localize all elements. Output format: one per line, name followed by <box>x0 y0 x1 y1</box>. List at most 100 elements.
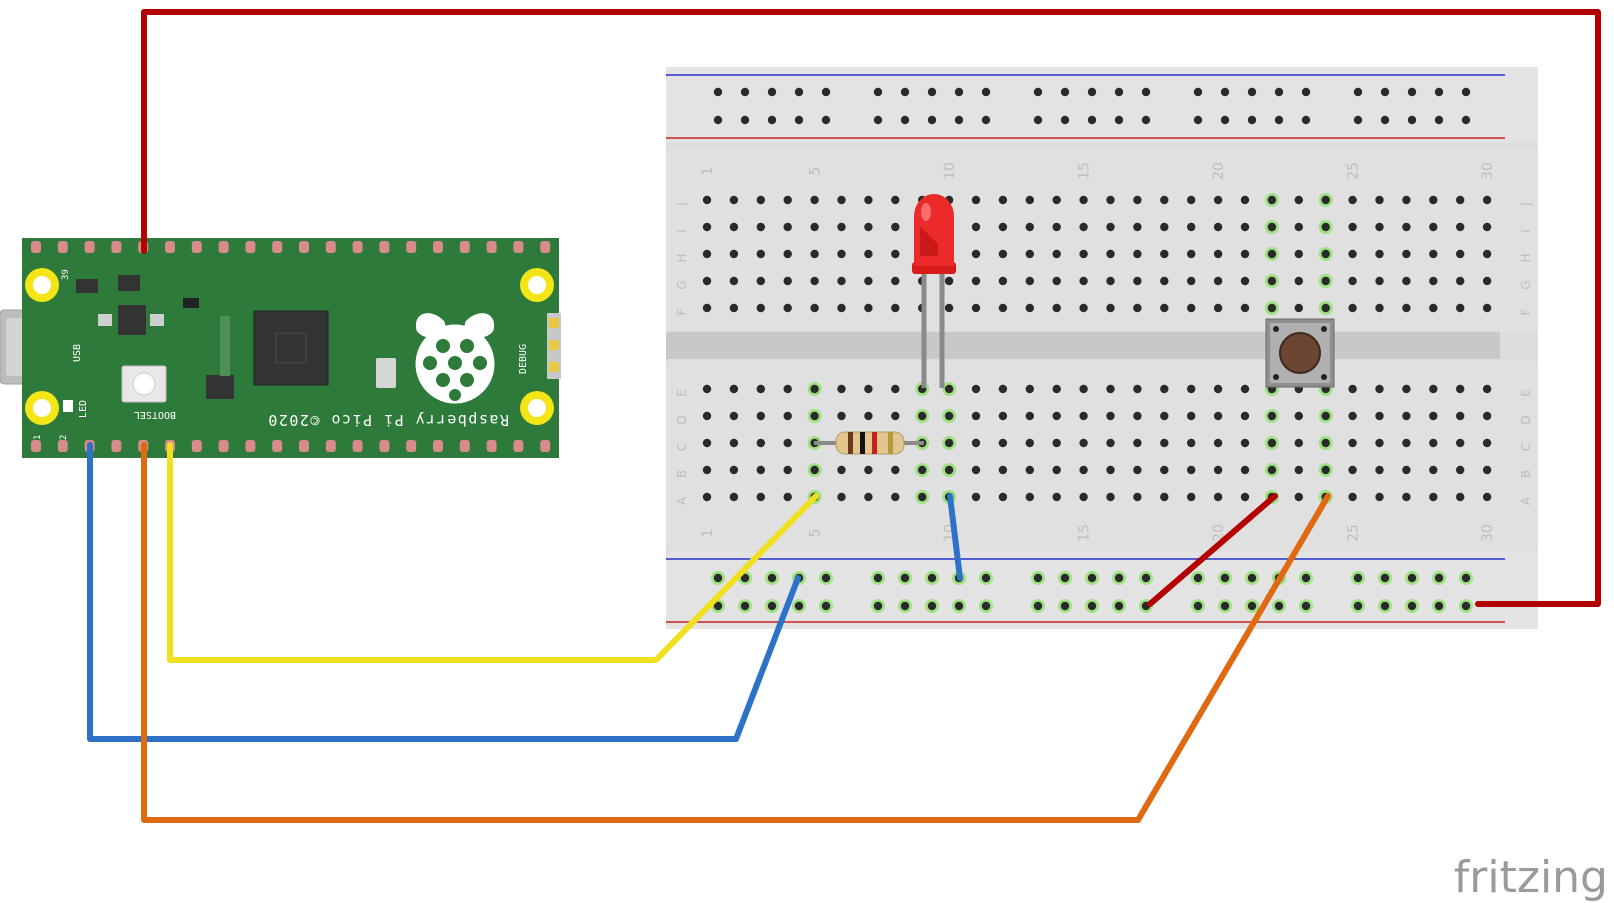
row-label: G <box>1519 280 1533 289</box>
breadboard-hole <box>1240 492 1250 502</box>
row-label: I <box>675 229 689 233</box>
breadboard-hole <box>1106 195 1115 205</box>
breadboard-hole <box>729 492 739 502</box>
power-rail-hole <box>794 115 804 125</box>
column-label-top: 5 <box>808 167 824 176</box>
breadboard-hole <box>1240 276 1250 286</box>
breadboard-hole <box>864 195 873 205</box>
power-rail-hole <box>1193 115 1203 125</box>
power-rail-hole <box>1220 115 1230 125</box>
row-label: B <box>675 470 689 478</box>
breadboard-hole <box>1456 438 1465 448</box>
breadboard-hole <box>1294 276 1304 286</box>
onboard-led <box>63 400 73 412</box>
breadboard-hole <box>1025 411 1035 421</box>
pico-pin <box>459 440 470 452</box>
breadboard-hole <box>837 384 846 394</box>
breadboard-hole <box>702 276 712 286</box>
breadboard-hole <box>1402 438 1411 448</box>
column-label-bottom: 1 <box>700 529 716 538</box>
breadboard-hole <box>1187 222 1196 232</box>
breadboard-hole <box>1429 411 1438 421</box>
power-rail-hole <box>1274 87 1284 97</box>
breadboard-hole <box>1267 303 1277 313</box>
row-label: A <box>675 496 689 505</box>
power-rail-hole <box>1033 87 1043 97</box>
breadboard-hole <box>864 222 873 232</box>
power-rail-hole <box>927 573 937 583</box>
power-rail-hole <box>740 115 750 125</box>
label-debug: DEBUG <box>518 344 529 374</box>
power-rail-hole <box>1434 115 1444 125</box>
row-label: G <box>675 280 689 289</box>
breadboard-hole <box>1267 222 1277 232</box>
breadboard-hole <box>998 492 1008 502</box>
breadboard-hole <box>783 276 792 286</box>
breadboard-hole <box>1240 303 1250 313</box>
row-label: D <box>675 415 689 424</box>
power-rail-hole <box>1434 601 1444 611</box>
breadboard-hole <box>783 384 792 394</box>
breadboard-hole <box>1321 438 1330 448</box>
row-label: A <box>1519 496 1533 505</box>
breadboard-hole <box>756 249 765 259</box>
mounting-hole <box>520 268 554 302</box>
breadboard-hole <box>1375 249 1384 259</box>
breadboard-hole <box>1429 492 1438 502</box>
breadboard-hole <box>1240 465 1250 475</box>
pico-pin <box>272 241 283 253</box>
column-label-bottom: 25 <box>1346 524 1362 542</box>
row-label: E <box>675 389 689 397</box>
pico-pin <box>245 241 256 253</box>
breadboard-hole <box>1133 195 1142 205</box>
breadboard-hole <box>998 411 1008 421</box>
power-rail-hole <box>1380 115 1390 125</box>
column-label-bottom: 15 <box>1077 524 1093 542</box>
breadboard-hole <box>1079 303 1088 313</box>
breadboard-hole <box>891 249 900 259</box>
pico-pin <box>379 241 390 253</box>
breadboard-hole <box>783 249 792 259</box>
breadboard-hole <box>1025 222 1035 232</box>
breadboard-hole <box>891 465 900 475</box>
breadboard-hole <box>1294 222 1304 232</box>
pico-pin <box>111 241 122 253</box>
breadboard-hole <box>864 276 873 286</box>
breadboard-hole <box>1025 438 1035 448</box>
breadboard-hole <box>1187 249 1196 259</box>
breadboard-hole <box>1429 195 1438 205</box>
power-rail-hole <box>740 601 750 611</box>
pico-pin <box>165 241 175 253</box>
breadboard-hole <box>1482 438 1492 448</box>
breadboard-hole <box>1187 384 1196 394</box>
breadboard-hole <box>1402 384 1411 394</box>
power-rail-hole <box>954 601 964 611</box>
breadboard-hole <box>1213 384 1223 394</box>
breadboard-hole <box>756 492 765 502</box>
pico-pin <box>406 241 417 253</box>
breadboard-hole <box>837 195 846 205</box>
breadboard-hole <box>1106 411 1115 421</box>
breadboard-hole <box>1160 384 1169 394</box>
power-rail-hole <box>1193 573 1203 583</box>
red-jumper-wire <box>1147 493 1278 607</box>
pico-pin <box>218 440 229 452</box>
breadboard-hole <box>1482 465 1492 475</box>
breadboard-hole <box>864 384 873 394</box>
breadboard-hole <box>1348 492 1357 502</box>
breadboard-hole <box>971 411 981 421</box>
breadboard-hole <box>864 411 873 421</box>
power-rail-hole <box>1033 601 1043 611</box>
row-label: F <box>1519 308 1533 315</box>
breadboard-hole <box>1267 411 1277 421</box>
breadboard-hole <box>891 411 900 421</box>
breadboard-hole <box>1348 303 1357 313</box>
breadboard-hole <box>1456 195 1465 205</box>
power-rail-hole <box>981 601 991 611</box>
breadboard-hole <box>1052 438 1061 448</box>
row-label: H <box>1519 253 1533 262</box>
breadboard-hole <box>1402 249 1411 259</box>
breadboard-hole <box>1294 195 1304 205</box>
breadboard-hole <box>1375 411 1384 421</box>
breadboard-hole <box>971 492 981 502</box>
